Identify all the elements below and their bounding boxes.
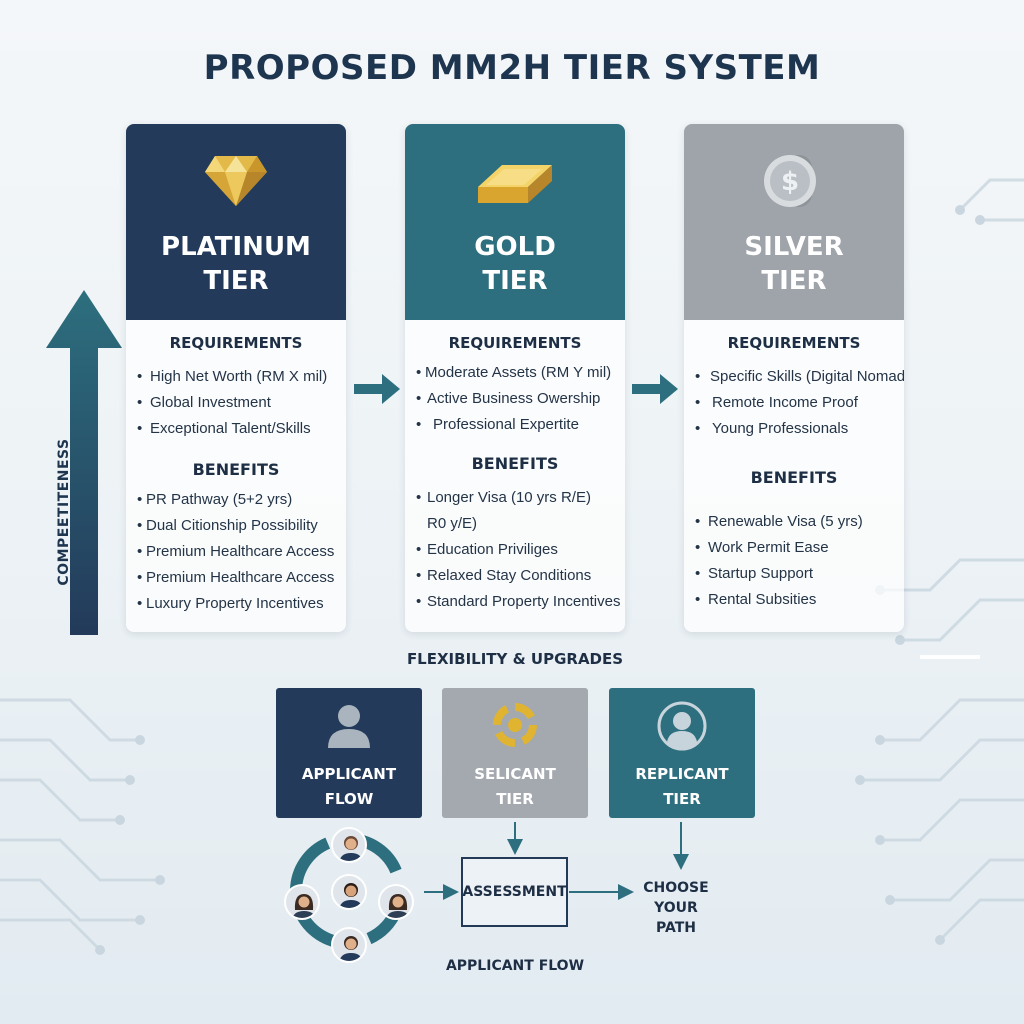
list-item: Premium Healthcare Access	[126, 539, 346, 565]
list-item: Dual Citionship Possibility	[126, 513, 346, 539]
applicant-avatar	[378, 884, 414, 920]
flexibility-heading: FLEXIBILITY & UPGRADES	[406, 650, 624, 668]
silver-tier-card: $ SILVER TIER REQUIREMENTS Specific Skil…	[684, 124, 904, 632]
choose-your-path-label: CHOOSE YOUR PATH	[643, 880, 709, 936]
platinum-tier-card: PLATINUM TIER REQUIREMENTS High Net Wort…	[126, 124, 346, 632]
silver-benefits-list: Renewable Visa (5 yrs) Work Permit Ease …	[684, 509, 904, 613]
selicant-tier-card-label: SELICANT TIER	[474, 765, 556, 808]
applicant-flow-card: APPLICANT FLOW	[276, 688, 422, 818]
list-item: Professional Expertite	[405, 412, 625, 438]
list-item: Work Permit Ease	[684, 535, 904, 561]
list-item: Active Business Owership	[405, 386, 625, 412]
replicant-tier-card-label: REPLICANT TIER	[635, 765, 729, 808]
applicant-flow-card-label: APPLICANT FLOW	[301, 765, 397, 808]
silver-tier-title: SILVER TIER	[744, 232, 844, 296]
page-title: PROPOSED MM2H TIER SYSTEM	[203, 48, 821, 88]
applicant-avatar	[331, 874, 367, 910]
applicant-flow-caption: APPLICANT FLOW	[445, 958, 585, 974]
list-item: Premium Healthcare Access	[126, 565, 346, 591]
gold-requirements-list: Moderate Assets (RM Y mil) Active Busine…	[405, 360, 625, 438]
person-icon	[276, 700, 422, 748]
list-item: Specific Skills (Digital Nomad)	[684, 364, 904, 390]
platinum-tier-title: PLATINUM TIER	[161, 232, 311, 296]
list-item: Remote Income Proof	[684, 390, 904, 416]
diamond-icon	[126, 146, 346, 216]
list-item: Startup Support	[684, 561, 904, 587]
list-item: R0 y/E)	[427, 515, 478, 532]
gold-benefits-list: Longer Visa (10 yrs R/E) R0 y/E) Educati…	[405, 485, 625, 615]
silver-benefits-heading: BENEFITS	[750, 468, 838, 487]
user-circle-icon	[609, 700, 755, 751]
gold-tier-card: GOLD TIER REQUIREMENTS Moderate Assets (…	[405, 124, 625, 632]
silver-requirements-list: Specific Skills (Digital Nomad) Remote I…	[684, 364, 904, 442]
replicant-tier-card: REPLICANT TIER	[609, 688, 755, 818]
applicant-avatar	[331, 927, 367, 963]
target-icon	[442, 700, 588, 748]
list-item: Global Investment	[126, 390, 346, 416]
list-item: Standard Property Incentives	[405, 589, 625, 615]
platinum-benefits-list: PR Pathway (5+2 yrs) Dual Citionship Pos…	[126, 487, 346, 617]
platinum-requirements-heading: REQUIREMENTS	[169, 334, 303, 352]
silver-requirements-heading: REQUIREMENTS	[727, 334, 861, 352]
list-item: Renewable Visa (5 yrs)	[684, 509, 904, 535]
list-item: Relaxed Stay Conditions	[405, 563, 625, 589]
gold-bar-icon	[405, 146, 625, 216]
arrow-right-icon	[632, 374, 678, 404]
arrow-right-icon	[354, 374, 400, 404]
list-item: Moderate Assets (RM Y mil)	[405, 360, 625, 386]
competitiveness-axis-label: COMPEETITENESS	[56, 438, 72, 586]
competitiveness-arrow-icon	[46, 290, 122, 635]
gold-requirements-heading: REQUIREMENTS	[448, 334, 582, 352]
assessment-box: ASSESSMENT	[461, 857, 568, 927]
gold-tier-header: GOLD TIER	[405, 124, 625, 320]
list-item: PR Pathway (5+2 yrs)	[126, 487, 346, 513]
gold-tier-title: GOLD TIER	[474, 232, 556, 296]
applicant-avatar	[284, 884, 320, 920]
gold-benefits-heading: BENEFITS	[471, 454, 559, 473]
platinum-requirements-list: High Net Worth (RM X mil) Global Investm…	[126, 364, 346, 442]
platinum-benefits-heading: BENEFITS	[192, 460, 280, 479]
list-item: Longer Visa (10 yrs R/E)	[405, 485, 625, 511]
list-item: Rental Subsities	[684, 587, 904, 613]
list-item: Luxury Property Incentives	[126, 591, 346, 617]
list-item: Education Priviliges	[405, 537, 625, 563]
list-item: Exceptional Talent/Skills	[126, 416, 346, 442]
selicant-tier-card: SELICANT TIER	[442, 688, 588, 818]
silver-coin-icon: $	[684, 146, 904, 216]
applicant-avatar	[331, 827, 367, 863]
list-item: High Net Worth (RM X mil)	[126, 364, 346, 390]
silver-tier-header: $ SILVER TIER	[684, 124, 904, 320]
platinum-tier-header: PLATINUM TIER	[126, 124, 346, 320]
svg-text:$: $	[781, 167, 799, 197]
list-item: Young Professionals	[684, 416, 904, 442]
